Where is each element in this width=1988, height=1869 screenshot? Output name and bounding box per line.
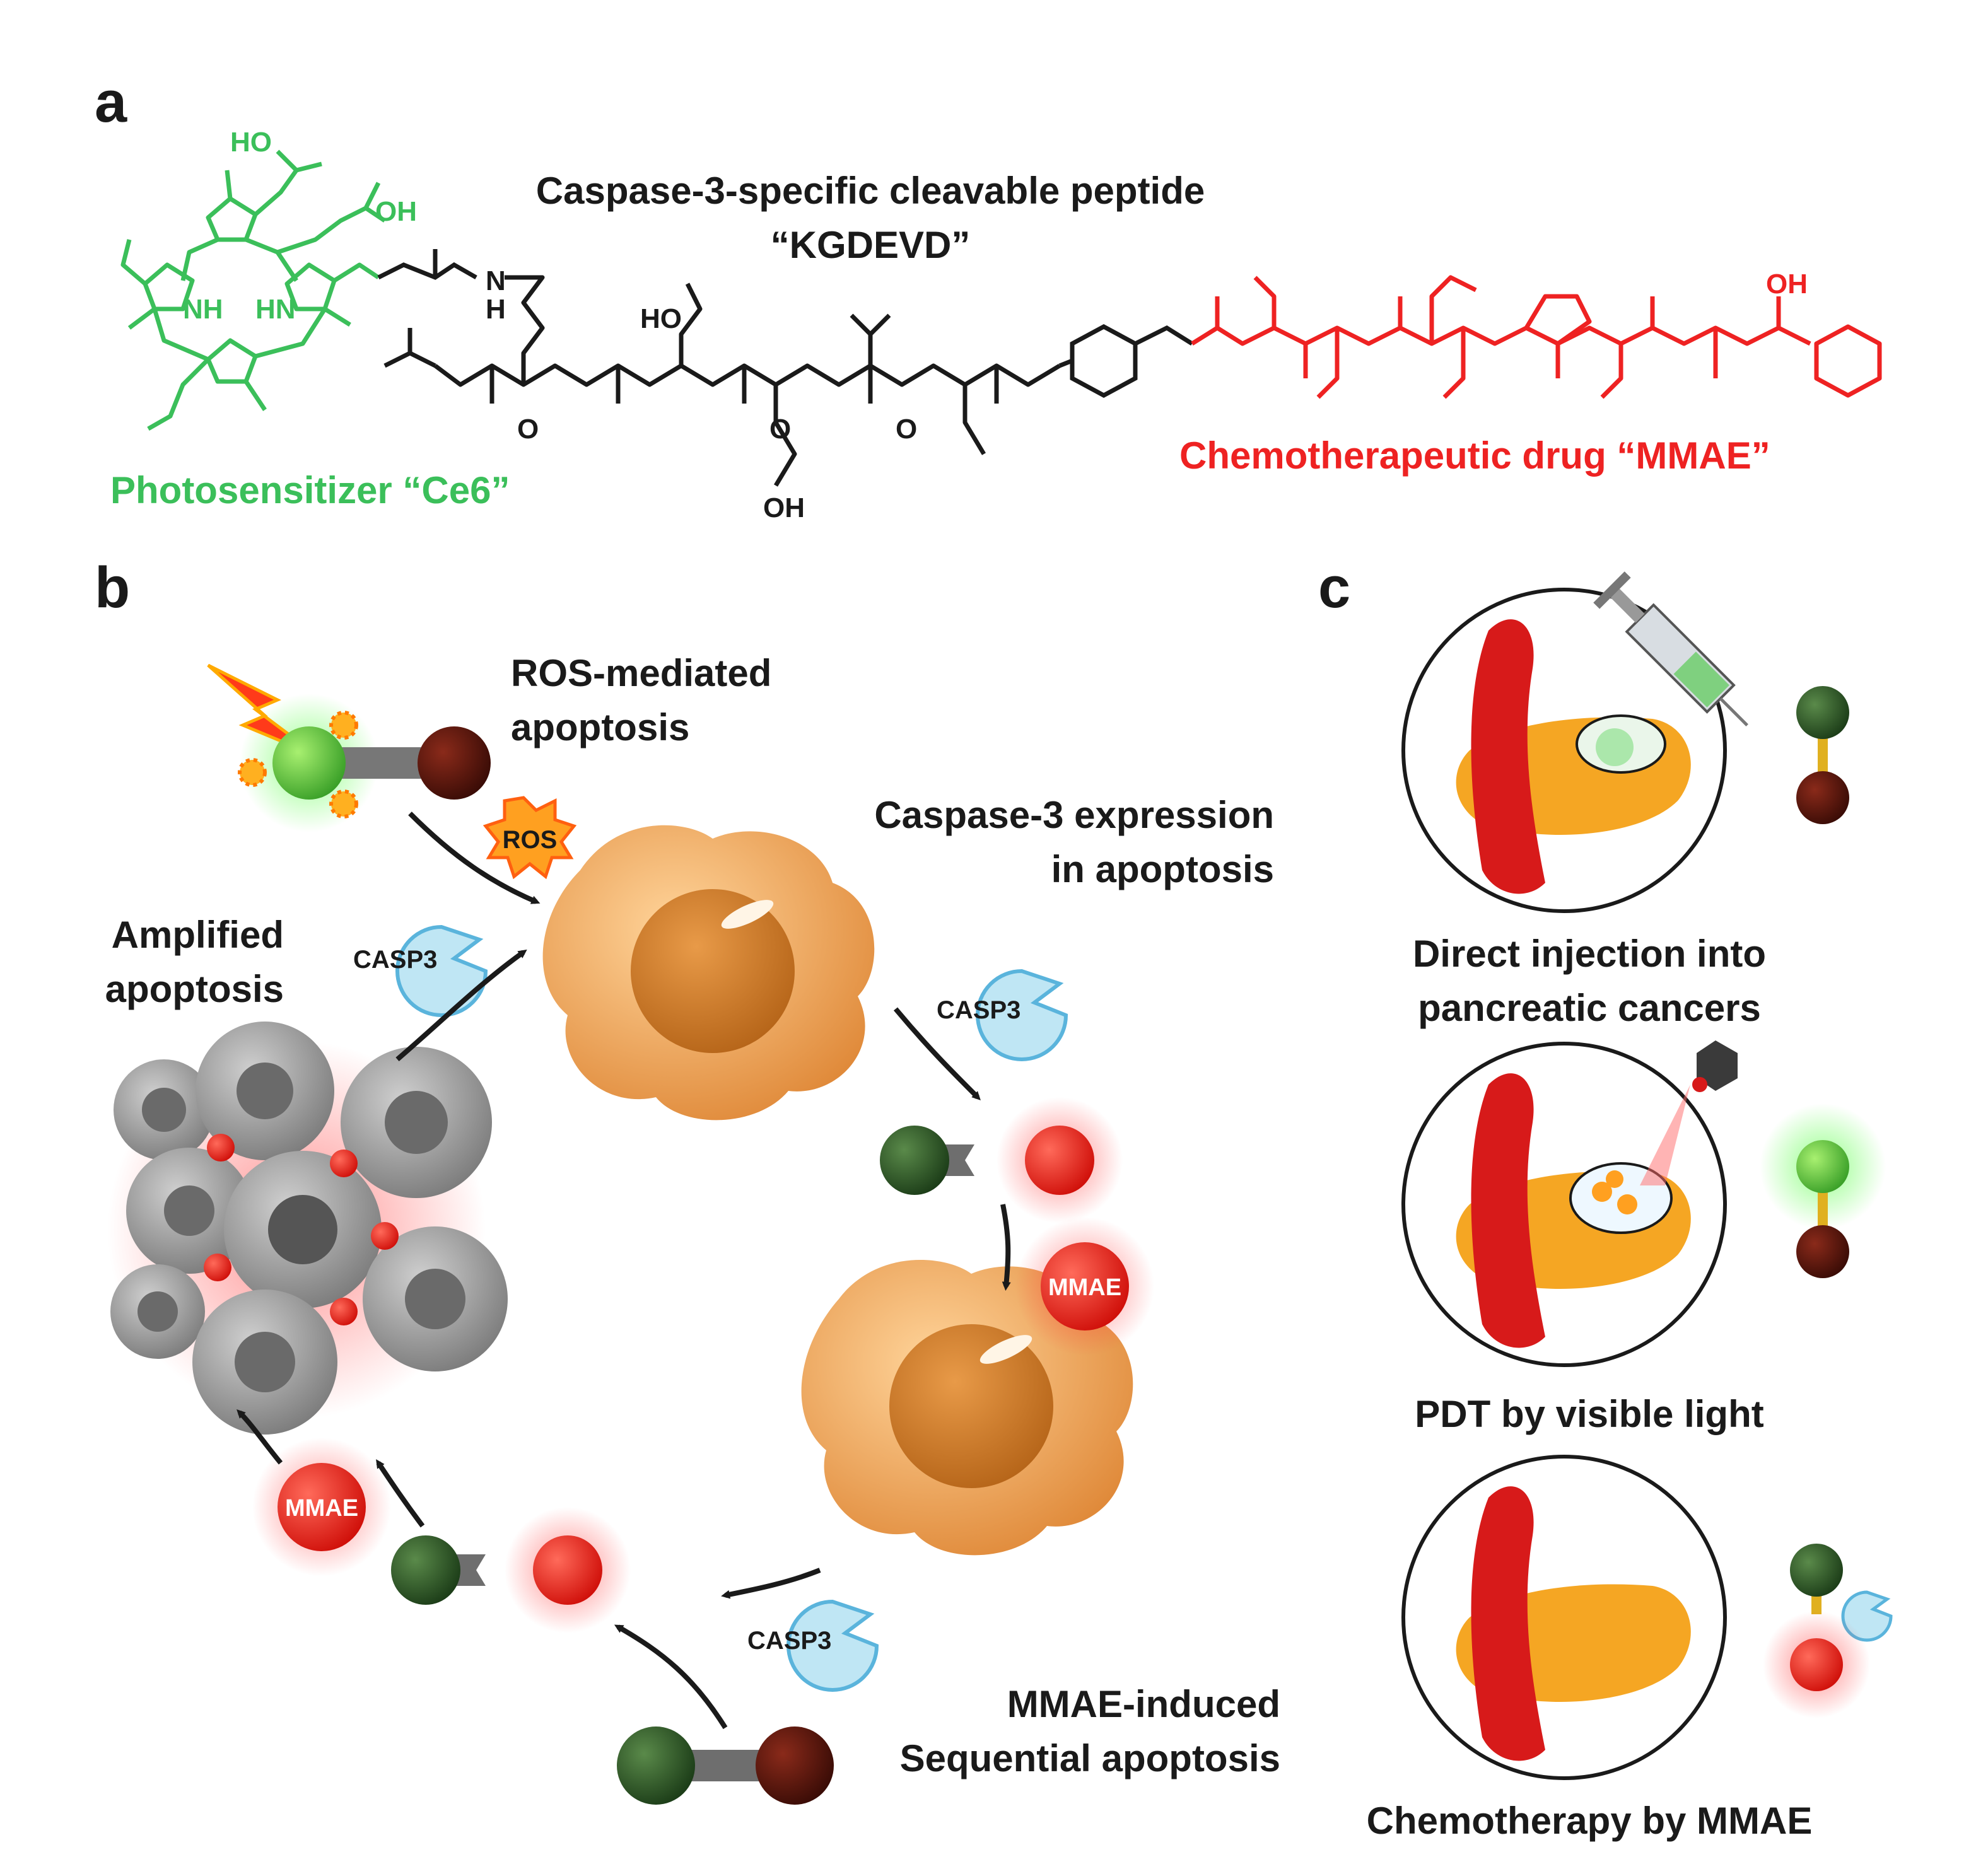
arrow-pill-to-cluster	[237, 1409, 283, 1465]
mmae-icon-1	[1796, 771, 1849, 824]
step2-label: PDT by visible light	[1415, 1393, 1764, 1435]
ros-label-line1: ROS-mediated	[511, 652, 772, 694]
casp3-enzyme-1: CASP3	[353, 924, 488, 1017]
arrow-prodrug-to-cell	[408, 812, 541, 904]
drug-ball-maroon	[418, 726, 491, 800]
pab-spacer	[1058, 324, 1193, 398]
ce6-icon-3	[1790, 1544, 1843, 1597]
light-activated-prodrug	[207, 663, 491, 832]
step1-injection	[1401, 571, 1849, 913]
step3-chemo	[1401, 1455, 1893, 1780]
step1-label-line1: Direct injection into	[1412, 933, 1767, 975]
apoptotic-cell-cluster	[107, 1022, 508, 1435]
ce6-ball	[272, 726, 346, 800]
mmae-pill-right: MMAE	[1015, 1217, 1154, 1356]
mmae-dot-4	[371, 1222, 399, 1250]
atom-oh-bottom: OH	[763, 492, 805, 523]
atom-ho-top: HO	[230, 127, 272, 158]
mmae-dot-5	[330, 1298, 358, 1325]
casp3-label-1: CASP3	[353, 946, 437, 974]
amplified-label-line1: Amplified	[111, 914, 284, 956]
mmae-dot-1	[207, 1134, 235, 1162]
ce6-icon-1	[1796, 686, 1849, 739]
atom-nh-left: NH	[183, 294, 223, 325]
arrow-cell-to-left	[721, 1568, 821, 1599]
mmae-icon-3	[1790, 1638, 1843, 1691]
ce6-pyrrole-right	[284, 262, 337, 312]
peptide-name: “KGDEVD”	[770, 224, 971, 266]
atom-oh-top: OH	[375, 196, 417, 227]
atom-oh-mmae: OH	[1766, 269, 1808, 300]
arrow-cluster-to-cell	[395, 949, 527, 1062]
atom-n-lys: N	[486, 265, 506, 296]
arrow-cell-to-fragments	[893, 1007, 981, 1100]
mmae-pill-right-text: MMAE	[1048, 1274, 1121, 1301]
ce6-pyrrole-left	[143, 262, 195, 312]
nucleus-bottom	[889, 1324, 1053, 1488]
mmae-dot-2	[330, 1150, 358, 1177]
mmae-structure	[1191, 275, 1882, 399]
mmae-icon-2	[1796, 1225, 1849, 1278]
casp3-label-3: CASP3	[747, 1627, 831, 1655]
arrow-fragments-to-pill	[376, 1459, 425, 1528]
mmae-pill-left: MMAE	[252, 1438, 391, 1576]
ce6-porphyrin	[120, 149, 386, 431]
syringe-icon	[1593, 571, 1748, 726]
ros-burst-1	[238, 758, 267, 787]
ce6-pyrrole-bottom	[206, 338, 258, 384]
intact-prodrug-bottom	[617, 1726, 834, 1805]
casp3-enzyme-2: CASP3	[937, 969, 1068, 1061]
panel-c-letter: c	[1318, 556, 1351, 620]
ce6-fragment-bottom	[391, 1535, 460, 1605]
ce6-ball-bottom	[617, 1726, 695, 1805]
ros-burst-3	[329, 789, 358, 818]
nucleus-top	[631, 889, 795, 1053]
ros-badge: ROS	[482, 796, 577, 880]
cycle-arrows	[237, 812, 1011, 1730]
mmae-fragment-right	[1025, 1126, 1094, 1195]
sequential-label-line1: MMAE-induced	[1007, 1683, 1280, 1725]
panel-b-letter: b	[95, 556, 131, 620]
cancer-cell-top	[542, 825, 875, 1121]
atom-hn-right: HN	[255, 294, 296, 325]
atom-ho-side: HO	[640, 303, 682, 334]
ce6-pyrrole-top	[206, 196, 258, 242]
caspase-label-line1: Caspase-3 expression	[874, 794, 1274, 836]
atom-o-1: O	[517, 414, 539, 445]
ros-badge-text: ROS	[503, 826, 558, 854]
atom-o-3: O	[896, 414, 917, 445]
cleaved-fragments-right	[880, 1097, 1123, 1223]
peptide-backbone	[383, 275, 1061, 487]
panel-a-letter: a	[95, 70, 127, 134]
caspase-label-line2: in apoptosis	[1051, 848, 1274, 890]
arrow-fragments-to-mmae	[1000, 1204, 1011, 1291]
ce6-fragment-right	[880, 1126, 949, 1195]
ce6-label: Photosensitizer “Ce6”	[110, 469, 510, 511]
ce6-icon-2	[1796, 1140, 1849, 1193]
ros-burst-2	[329, 711, 358, 740]
mmae-fragment-bottom	[533, 1535, 602, 1605]
conjugate-structure: HO OH NH HN N H HO OH O O O	[120, 127, 1882, 523]
arrow-prodrug-to-fragments	[614, 1624, 728, 1730]
cleaved-fragments-bottom	[391, 1507, 631, 1633]
mmae-label: Chemotherapeutic drug “MMAE”	[1179, 434, 1770, 477]
mmae-pill-left-text: MMAE	[285, 1495, 358, 1522]
casp3-enzyme-3: CASP3	[747, 1599, 879, 1692]
casp3-label-2: CASP3	[937, 996, 1020, 1024]
mmae-dot-3	[204, 1254, 231, 1281]
peptide-title: Caspase-3-specific cleavable peptide	[535, 170, 1205, 212]
sequential-label-line2: Sequential apoptosis	[899, 1737, 1280, 1779]
step1-label-line2: pancreatic cancers	[1418, 987, 1761, 1029]
amplified-label-line2: apoptosis	[105, 968, 284, 1010]
drug-ball-bottom	[756, 1726, 834, 1805]
ros-label-line2: apoptosis	[511, 706, 690, 748]
step3-label: Chemotherapy by MMAE	[1366, 1800, 1813, 1842]
atom-h-lys: H	[486, 294, 506, 325]
laser-icon	[1692, 1040, 1738, 1092]
step2-pdt	[1401, 1040, 1886, 1367]
atom-o-2: O	[769, 414, 791, 445]
